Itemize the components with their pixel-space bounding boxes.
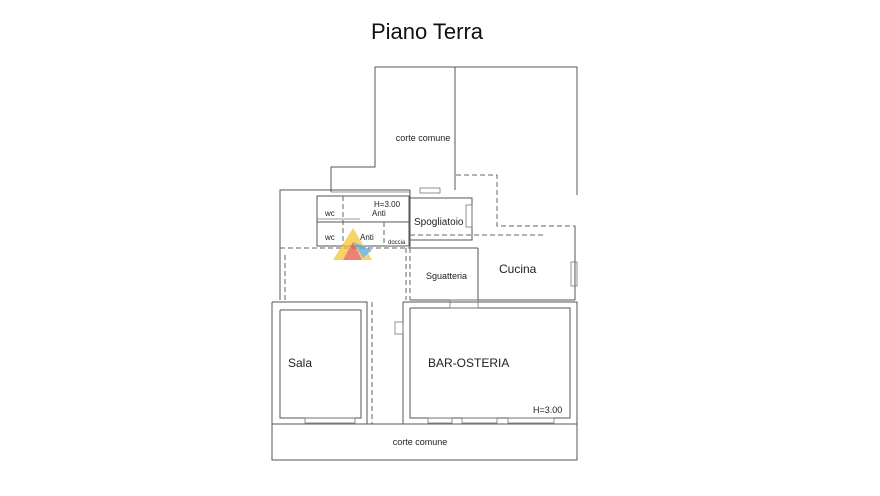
label-sguatteria: Sguatteria — [426, 271, 467, 281]
label-height-2: H=3.00 — [533, 405, 562, 415]
label-anti-1: Anti — [372, 209, 386, 218]
watermark-logo-icon — [333, 228, 372, 260]
label-wc-1: wc — [324, 209, 335, 218]
corte-comune-top-area — [330, 66, 578, 195]
label-sala: Sala — [288, 356, 312, 370]
label-bar-osteria: BAR-OSTERIA — [428, 356, 509, 370]
label-corte-comune-top: corte comune — [396, 133, 451, 143]
label-doccia: doccia — [388, 240, 406, 246]
label-spogliatoio: Spogliatoio — [414, 217, 464, 228]
label-anti-2: Anti — [360, 233, 374, 242]
label-corte-comune-bottom: corte comune — [393, 437, 448, 447]
plan-title: Piano Terra — [371, 19, 484, 44]
label-wc-2: wc — [324, 233, 335, 242]
corte-comune-bottom-area — [271, 423, 578, 461]
label-height-1: H=3.00 — [374, 200, 401, 209]
label-cucina: Cucina — [499, 262, 537, 276]
sala-room — [271, 301, 373, 425]
